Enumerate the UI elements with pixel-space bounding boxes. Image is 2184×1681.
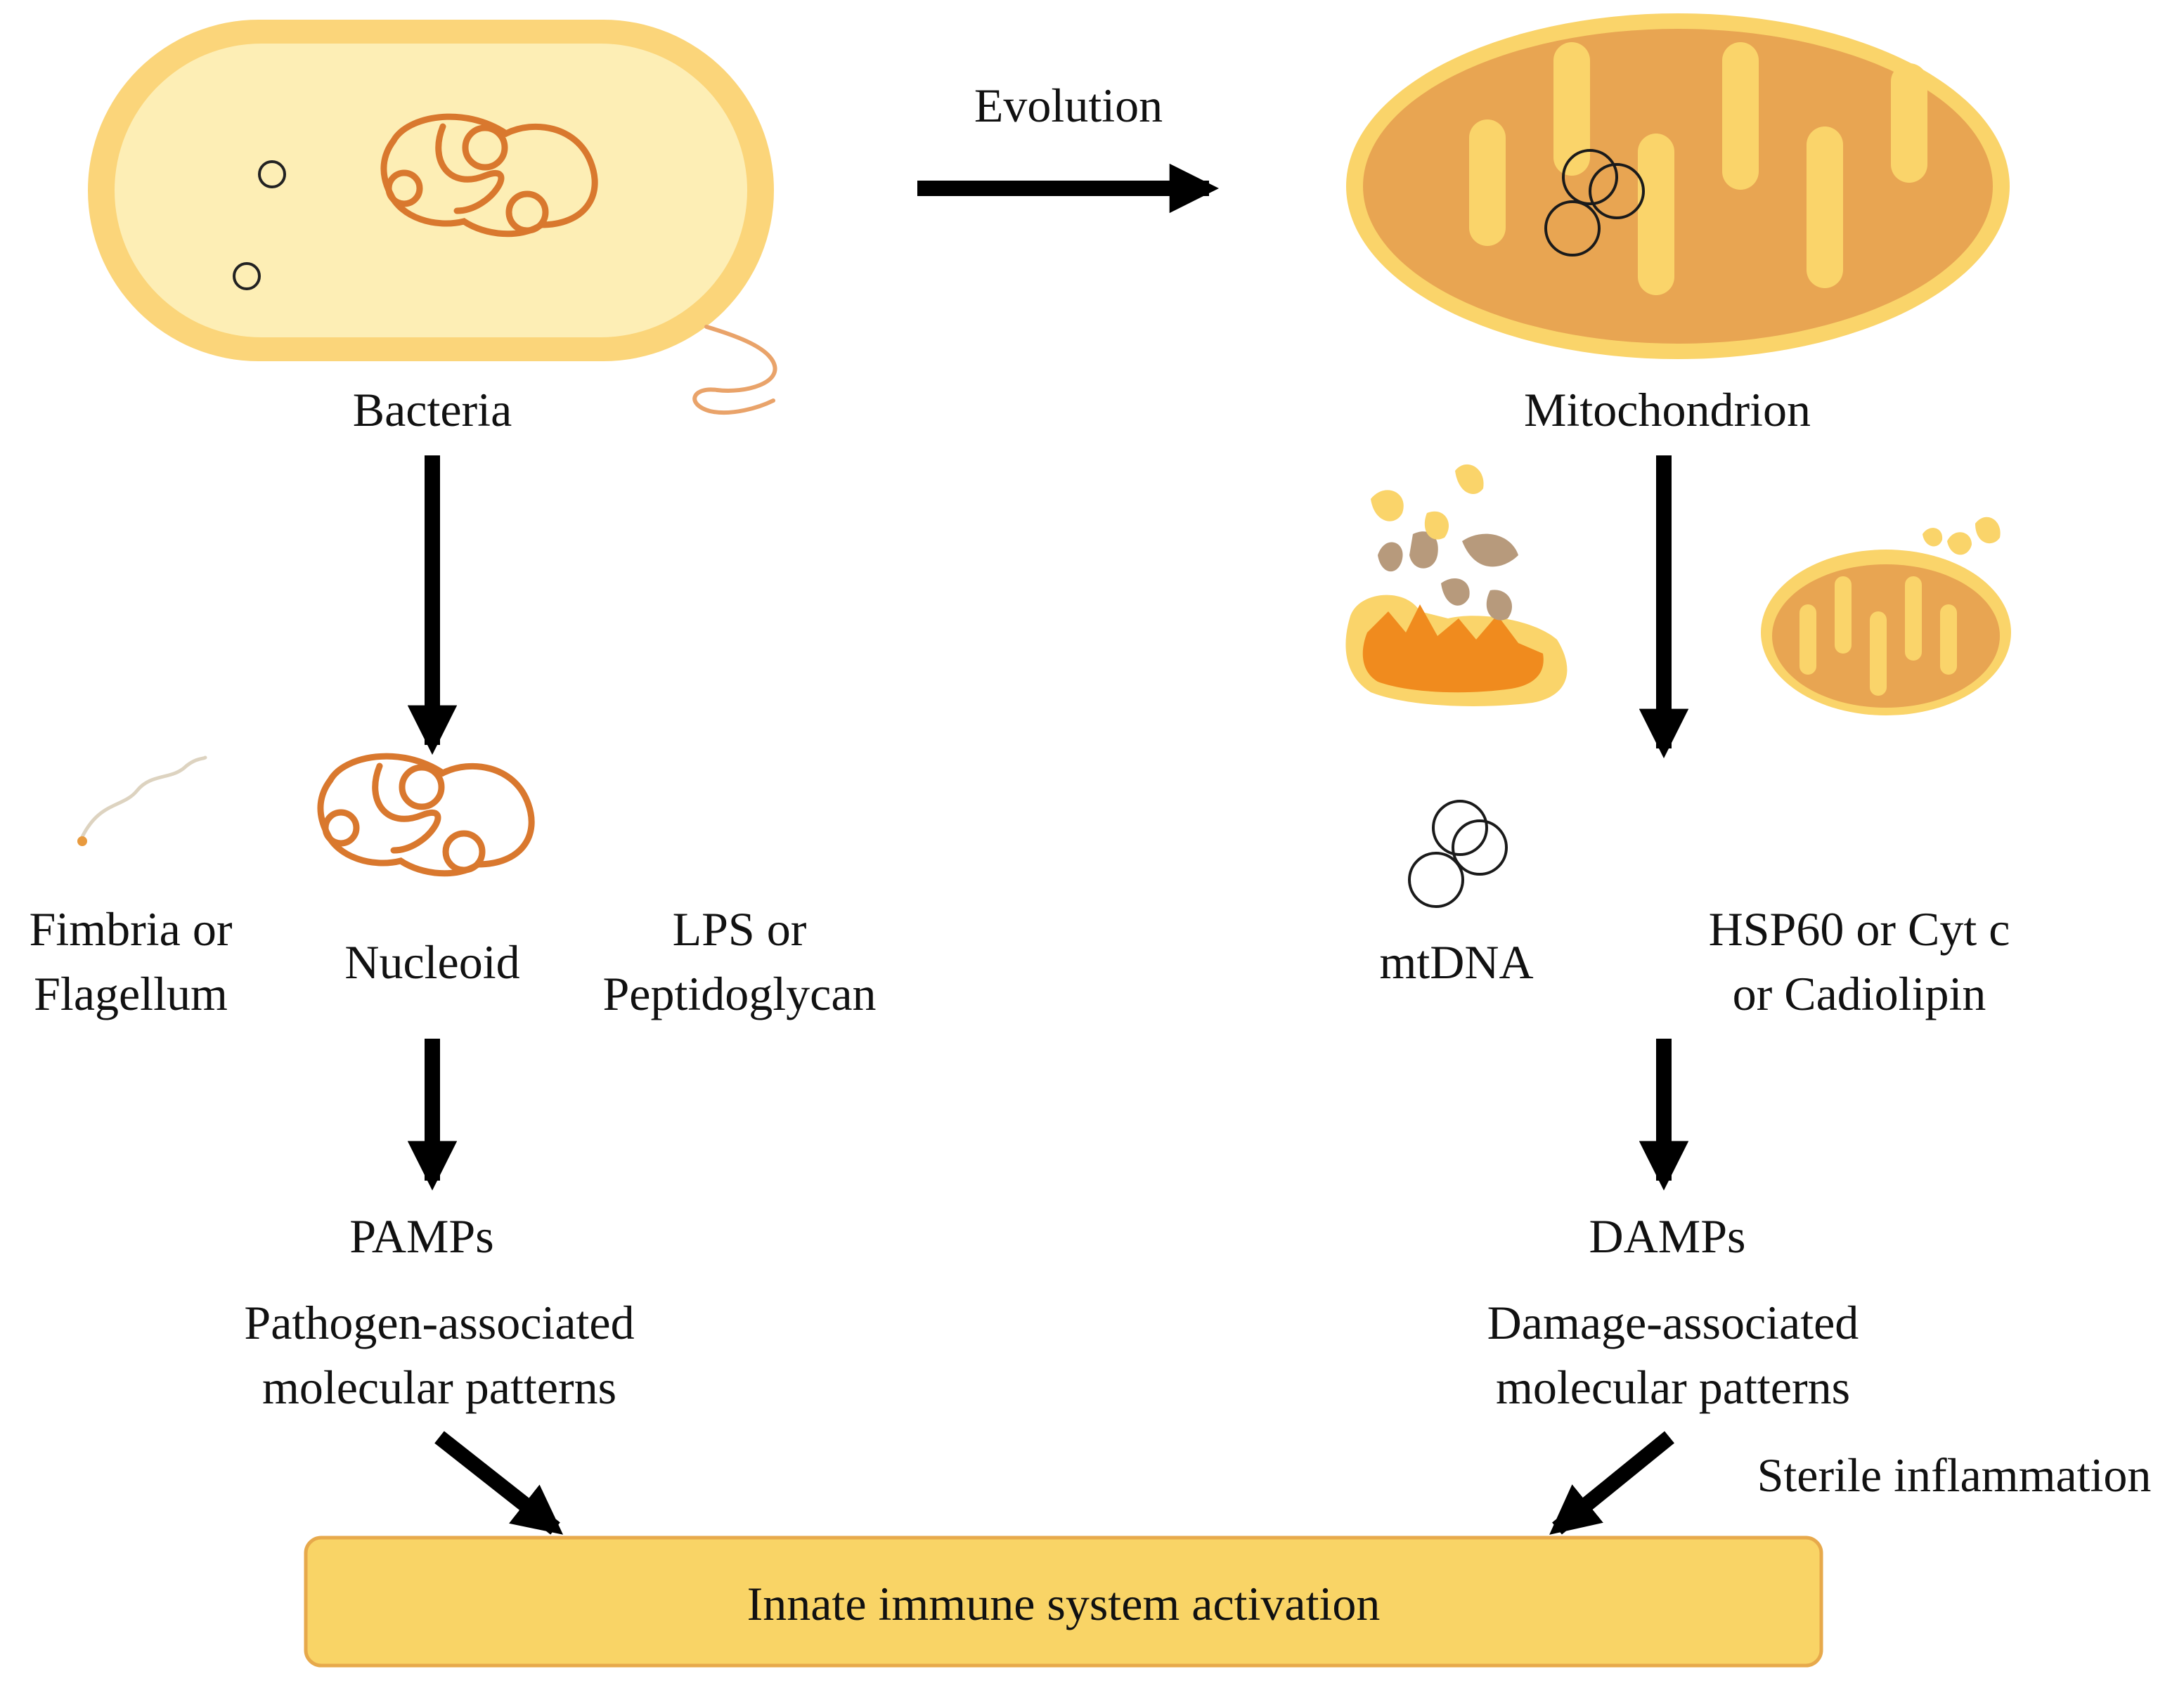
lps-label-line2: Peptidoglycan: [602, 967, 876, 1020]
damps-to-activation-arrow: [1549, 1431, 1674, 1535]
innate-activation-label: Innate immune system activation: [747, 1577, 1381, 1630]
hsp-label-line1: HSP60 or Cyt c: [1709, 902, 2010, 956]
pamps-desc-line2: molecular patterns: [262, 1361, 616, 1414]
pamps-desc-line1: Pathogen-associated: [244, 1296, 634, 1349]
nucleoid-label: Nucleoid: [344, 935, 519, 989]
damps-label: DAMPs: [1589, 1209, 1746, 1263]
fimbria-label-line1: Fimbria or: [30, 902, 233, 956]
mtdna-icon: [1408, 800, 1508, 908]
nucleoid-icon: [317, 753, 535, 877]
pamps-to-activation-arrow: [434, 1431, 564, 1535]
mitochondrion-label: Mitochondrion: [1524, 383, 1811, 436]
damps-desc-line1: Damage-associated: [1487, 1296, 1859, 1349]
hsp-label-line2: or Cadiolipin: [1733, 967, 1986, 1020]
evolution-label: Evolution: [974, 79, 1163, 132]
pamps-label: PAMPs: [349, 1209, 493, 1263]
damps-desc-line2: molecular patterns: [1496, 1361, 1850, 1414]
mtdna-label: mtDNA: [1379, 935, 1533, 989]
damaged-mitochondrion-icon: [1345, 464, 2011, 715]
sterile-inflammation-label: Sterile inflammation: [1757, 1448, 2152, 1502]
lps-label-line1: LPS or: [673, 902, 807, 956]
mitochondrion-icon: [1346, 13, 2010, 359]
innate-activation-box: [304, 1536, 1823, 1668]
bacterium-icon: [88, 20, 777, 415]
flagellum-icon: [77, 755, 207, 846]
bacteria-label: Bacteria: [353, 383, 512, 436]
fimbria-label-line2: Flagellum: [34, 967, 228, 1020]
